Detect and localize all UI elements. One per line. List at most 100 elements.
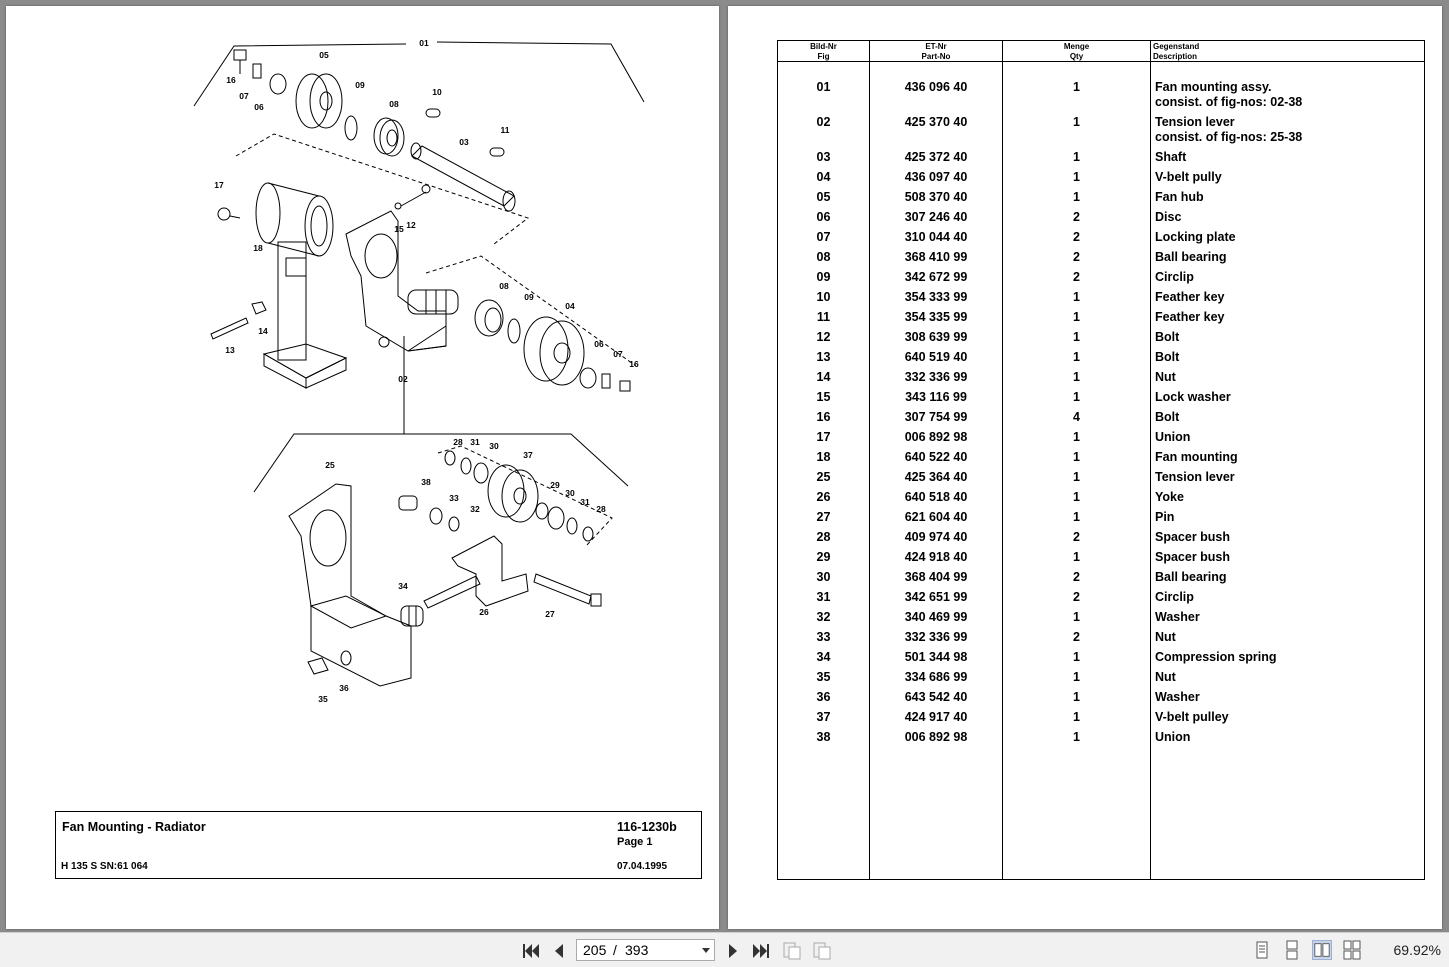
header-part-de: ET-Nr: [925, 42, 947, 51]
callout-label: 29: [550, 480, 560, 490]
callout-label: 01: [419, 38, 429, 48]
part-number: 307 246 40: [904, 210, 968, 224]
fig-number: 27: [816, 510, 831, 524]
callout-label: 35: [318, 694, 328, 704]
fig-number: 36: [816, 690, 831, 704]
quantity: 1: [1073, 550, 1080, 564]
part-number: 508 370 40: [904, 190, 968, 204]
callout-label: 28: [453, 437, 463, 447]
callout-label: 12: [406, 220, 416, 230]
fig-number: 30: [816, 570, 831, 584]
parts-table: Bild-Nr Fig ET-Nr Part-No Menge Qty Gege…: [777, 40, 1425, 880]
fig-number: 28: [816, 530, 831, 544]
fig-number: 25: [816, 470, 831, 484]
description: Feather key: [1155, 290, 1225, 304]
part-number: 334 686 99: [904, 670, 968, 684]
description: Circlip: [1155, 270, 1194, 284]
single-page-icon[interactable]: [1252, 940, 1272, 960]
header-fig-en: Fig: [817, 52, 830, 61]
fig-number: 12: [816, 330, 831, 344]
fig-number: 05: [816, 190, 831, 204]
callout-label: 30: [565, 488, 575, 498]
callout-label: 06: [594, 339, 604, 349]
fig-number: 09: [816, 270, 831, 284]
last-page-icon[interactable]: [752, 943, 770, 959]
document-viewport[interactable]: 01 05 16 07 06 09 08 10 03 11 17 18 15 1…: [0, 0, 1449, 932]
callout-label: 31: [470, 437, 480, 447]
callout-label: 09: [524, 292, 534, 302]
current-page[interactable]: 205: [583, 942, 607, 958]
part-number: 425 370 40: [904, 115, 968, 129]
callout-label: 34: [398, 581, 408, 591]
quantity: 1: [1073, 650, 1080, 664]
description: Fan hub: [1155, 190, 1204, 204]
fig-number: 16: [816, 410, 831, 424]
quantity: 1: [1073, 310, 1080, 324]
part-number: 354 333 99: [904, 290, 968, 304]
header-qty-en: Qty: [1069, 52, 1084, 61]
quantity: 1: [1073, 690, 1080, 704]
part-number: 343 116 99: [905, 390, 967, 404]
rotate-left-icon[interactable]: [782, 941, 802, 961]
description: Nut: [1155, 630, 1176, 644]
part-number: 342 672 99: [904, 270, 968, 284]
rotate-right-icon[interactable]: [812, 941, 832, 961]
chevron-down-icon[interactable]: [702, 948, 710, 953]
description: Disc: [1155, 210, 1182, 224]
description: Washer: [1155, 610, 1200, 624]
description: Union: [1155, 430, 1191, 444]
fig-number: 08: [816, 250, 831, 264]
fig-number: 11: [816, 310, 831, 324]
continuous-icon[interactable]: [1282, 940, 1302, 960]
header-desc-en: Description: [1153, 52, 1198, 61]
page-label: Page 1: [617, 836, 653, 848]
description: Lock washer: [1155, 390, 1231, 404]
callout-label: 32: [470, 504, 480, 514]
part-number: 368 410 99: [904, 250, 968, 264]
callout-label: 28: [596, 504, 606, 514]
fig-number: 37: [816, 710, 831, 724]
header-desc: Gegenstand Description: [1153, 42, 1273, 62]
document-number: 116-1230b: [617, 820, 677, 834]
quantity: 1: [1073, 190, 1080, 204]
quantity: 1: [1073, 730, 1080, 744]
description: Fan mounting assy.: [1155, 80, 1272, 94]
fig-number: 07: [816, 230, 831, 244]
page-number-field[interactable]: 205 / 393: [576, 939, 715, 961]
part-number: 425 372 40: [904, 150, 968, 164]
description: Fan mounting: [1155, 450, 1238, 464]
next-page-icon[interactable]: [727, 943, 739, 959]
continuous-two-page-icon[interactable]: [1342, 940, 1362, 960]
header-part: ET-Nr Part-No: [870, 42, 1002, 62]
header-fig: Bild-Nr Fig: [778, 42, 869, 62]
callout-label: 18: [253, 243, 263, 253]
zoom-level[interactable]: 69.92%: [1393, 942, 1441, 958]
first-page-icon[interactable]: [522, 943, 540, 959]
callout-label: 09: [355, 80, 365, 90]
callout-label: 38: [421, 477, 431, 487]
quantity: 1: [1073, 370, 1080, 384]
callout-label: 08: [499, 281, 509, 291]
part-number: 006 892 98: [904, 730, 968, 744]
callout-label: 02: [398, 374, 408, 384]
header-part-en: Part-No: [921, 52, 951, 61]
part-number: 643 542 40: [904, 690, 968, 704]
quantity: 4: [1073, 410, 1080, 424]
part-number: 332 336 99: [904, 630, 968, 644]
description-subline: consist. of fig-nos: 02-38: [1155, 95, 1303, 109]
part-number: 308 639 99: [904, 330, 968, 344]
description: Yoke: [1155, 490, 1184, 504]
callout-label: 37: [523, 450, 533, 460]
two-page-icon[interactable]: [1312, 940, 1332, 960]
prev-page-icon[interactable]: [553, 943, 565, 959]
description: Spacer bush: [1155, 550, 1231, 564]
drawing-date: 07.04.1995: [617, 861, 668, 872]
callout-label: 30: [489, 441, 499, 451]
quantity: 1: [1073, 670, 1080, 684]
part-number: 425 364 40: [904, 470, 968, 484]
quantity: 1: [1073, 510, 1080, 524]
quantity: 1: [1073, 470, 1080, 484]
quantity: 1: [1073, 80, 1080, 94]
callout-label: 03: [459, 137, 469, 147]
fig-number: 13: [816, 350, 831, 364]
